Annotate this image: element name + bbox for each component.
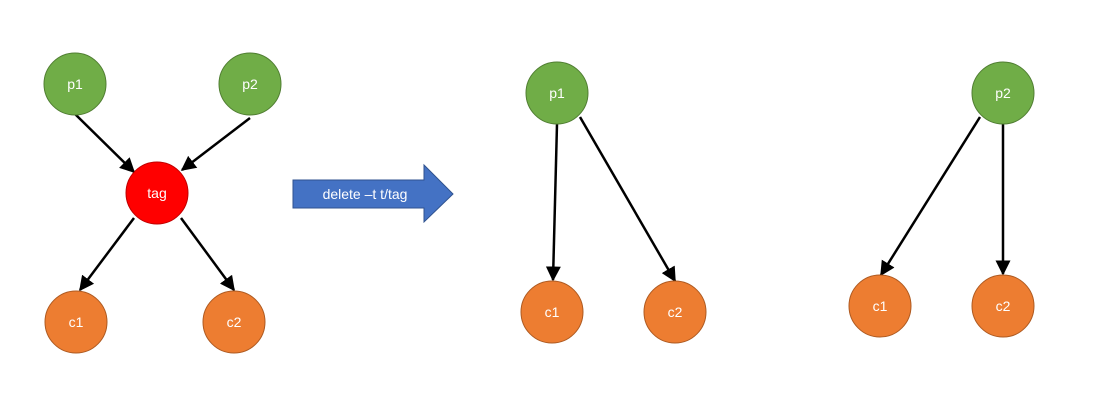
node-c2-label: c2 <box>996 298 1011 314</box>
node-p2: p2 <box>218 52 282 116</box>
node-c1-label: c1 <box>69 314 84 330</box>
before-graph: p1 p2 tag c1 c2 <box>43 52 282 354</box>
edge-tag-to-c1 <box>79 217 135 292</box>
node-p2: p2 <box>971 61 1035 125</box>
edge-p2-to-tag <box>180 117 251 171</box>
after-graph-p2: p2 c1 c2 <box>848 61 1035 338</box>
node-p2-label: p2 <box>242 76 258 92</box>
transition-arrow: delete –t t/tag <box>292 163 454 224</box>
node-p1: p1 <box>525 61 589 125</box>
node-p1-label: p1 <box>549 85 565 101</box>
node-tag-label: tag <box>147 185 166 201</box>
node-p1: p1 <box>43 52 107 116</box>
node-p2-label: p2 <box>995 85 1011 101</box>
node-c1-label: c1 <box>545 304 560 320</box>
node-c2-label: c2 <box>227 314 242 330</box>
node-c2-label: c2 <box>668 304 683 320</box>
node-c1: c1 <box>848 274 912 338</box>
edge-p2-to-c1 <box>879 116 982 277</box>
edge-tag-to-c2 <box>179 217 236 292</box>
after-graph-p1: p1 c1 c2 <box>520 61 707 344</box>
node-c2: c2 <box>971 274 1035 338</box>
node-c1-label: c1 <box>873 298 888 314</box>
edge-p1-to-c2 <box>578 116 677 283</box>
node-c1: c1 <box>44 290 108 354</box>
edge-p1-to-tag <box>74 113 136 174</box>
node-c1: c1 <box>520 280 584 344</box>
edge-p1-to-c1 <box>545 123 561 282</box>
node-tag: tag <box>125 161 189 225</box>
block-arrow-shape <box>292 163 454 224</box>
node-p1-label: p1 <box>67 76 83 92</box>
transition-arrow-label: delete –t t/tag <box>323 186 408 202</box>
node-c2: c2 <box>202 290 266 354</box>
node-c2: c2 <box>643 280 707 344</box>
